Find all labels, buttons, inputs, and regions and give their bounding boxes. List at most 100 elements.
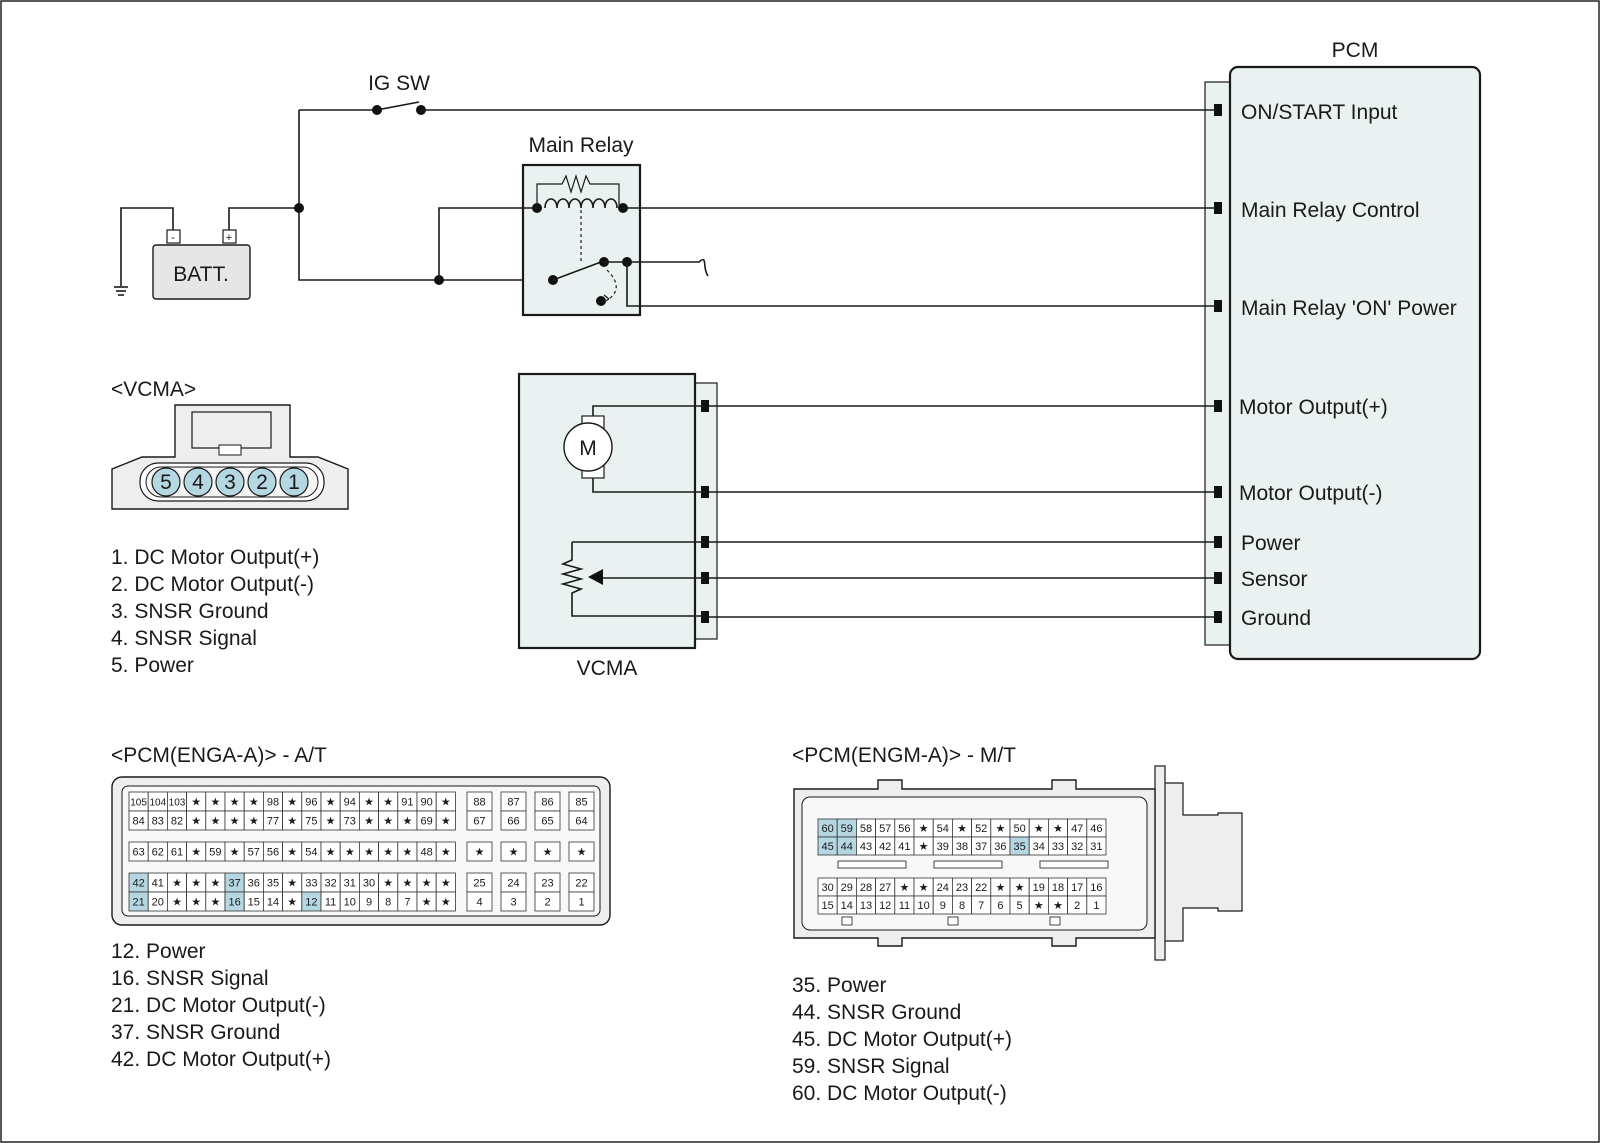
svg-text:47: 47 — [1071, 823, 1083, 835]
svg-text:42: 42 — [132, 878, 144, 890]
vcma-connector-title: <VCMA> — [111, 378, 196, 401]
pcm-mt-legend-4: 59. SNSR Signal — [792, 1055, 950, 1078]
connector-pin: 56 — [894, 818, 915, 838]
svg-text:83: 83 — [152, 816, 164, 828]
svg-text:54: 54 — [937, 823, 949, 835]
pcm-mt-connector-title: <PCM(ENGM-A)> - M/T — [792, 744, 1016, 767]
svg-text:★: ★ — [995, 882, 1005, 894]
svg-text:8: 8 — [959, 900, 965, 912]
svg-text:5: 5 — [1017, 900, 1023, 912]
svg-text:37: 37 — [228, 878, 240, 890]
connector-pin: 56 — [262, 841, 283, 862]
svg-text:★: ★ — [383, 878, 393, 890]
svg-text:4: 4 — [192, 471, 204, 494]
connector-pin: 11 — [894, 895, 915, 915]
svg-text:★: ★ — [287, 816, 297, 828]
svg-text:19: 19 — [1033, 882, 1045, 894]
connector-pin: 42 — [128, 872, 149, 893]
svg-text:4: 4 — [476, 897, 482, 909]
connector-pin: ★ — [339, 841, 360, 862]
connector-pin: 15 — [243, 891, 264, 912]
svg-text:75: 75 — [305, 816, 317, 828]
connector-pin: ★ — [282, 810, 303, 831]
connector-pin: ★ — [435, 872, 456, 893]
svg-text:69: 69 — [420, 816, 432, 828]
svg-text:★: ★ — [402, 816, 412, 828]
connector-pin: ★ — [282, 872, 303, 893]
svg-text:★: ★ — [326, 816, 336, 828]
svg-text:52: 52 — [975, 823, 987, 835]
svg-text:32: 32 — [324, 878, 336, 890]
connector-pin: ★ — [990, 818, 1011, 838]
battery-plus-label: + — [226, 232, 232, 244]
svg-text:★: ★ — [543, 847, 553, 859]
svg-text:105: 105 — [130, 798, 147, 809]
connector-pin: 14 — [836, 895, 857, 915]
pcm-at-legend-2: 16. SNSR Signal — [111, 967, 269, 990]
connector-pin: ★ — [378, 791, 399, 812]
svg-text:22: 22 — [975, 882, 987, 894]
connector-pin: ★ — [186, 791, 207, 812]
connector-pin: 8 — [378, 891, 399, 912]
connector-pin: 24 — [932, 877, 953, 897]
svg-text:★: ★ — [249, 816, 259, 828]
svg-text:57: 57 — [879, 823, 891, 835]
svg-text:11: 11 — [325, 897, 336, 909]
svg-text:50: 50 — [1013, 823, 1025, 835]
connector-pin: 62 — [147, 841, 168, 862]
connector-pin: 14 — [262, 891, 283, 912]
svg-text:30: 30 — [821, 882, 833, 894]
svg-text:88: 88 — [473, 797, 485, 809]
pcm-pin-power: Power — [1241, 532, 1301, 555]
svg-text:18: 18 — [1052, 882, 1064, 894]
connector-pin: 18 — [1048, 877, 1069, 897]
svg-text:46: 46 — [1090, 823, 1102, 835]
connector-pin: ★ — [1048, 818, 1069, 838]
connector-pin: 22 — [971, 877, 992, 897]
pcm-mt-legend-2: 44. SNSR Ground — [792, 1001, 961, 1024]
svg-text:59: 59 — [209, 847, 221, 859]
svg-text:59: 59 — [841, 823, 853, 835]
svg-text:45: 45 — [821, 841, 833, 853]
svg-text:35: 35 — [267, 878, 279, 890]
svg-text:★: ★ — [191, 797, 201, 809]
svg-text:9: 9 — [366, 897, 372, 909]
svg-text:2: 2 — [256, 471, 268, 494]
svg-text:★: ★ — [249, 797, 259, 809]
connector-pin: 8 — [952, 895, 973, 915]
svg-text:44: 44 — [841, 841, 853, 853]
connector-pin: 32 — [320, 872, 341, 893]
svg-text:30: 30 — [363, 878, 375, 890]
connector-pin: ★ — [435, 841, 456, 862]
svg-text:★: ★ — [919, 841, 929, 853]
svg-text:5: 5 — [160, 471, 172, 494]
svg-text:★: ★ — [364, 816, 374, 828]
svg-text:2: 2 — [544, 897, 550, 909]
main-relay: Main Relay — [521, 134, 1214, 317]
svg-text:16: 16 — [228, 897, 240, 909]
connector-pin: 27 — [875, 877, 896, 897]
connector-pin: 86 — [534, 791, 561, 812]
connector-pin: ★ — [378, 810, 399, 831]
svg-text:63: 63 — [132, 847, 144, 859]
connector-pin: ★ — [186, 891, 207, 912]
connector-pin: ★ — [913, 877, 934, 897]
svg-text:1: 1 — [578, 897, 584, 909]
connector-pin: 46 — [1086, 818, 1107, 838]
vcma-module: VCMA M — [517, 372, 718, 680]
svg-text:66: 66 — [507, 816, 519, 828]
svg-text:★: ★ — [364, 847, 374, 859]
connector-pin: ★ — [1028, 895, 1049, 915]
svg-text:★: ★ — [475, 847, 485, 859]
svg-text:12: 12 — [879, 900, 891, 912]
connector-pin: 5 — [1009, 895, 1030, 915]
connector-pin: 4 — [466, 891, 493, 912]
svg-text:77: 77 — [267, 816, 279, 828]
pcm-pin-main-relay-control: Main Relay Control — [1241, 199, 1420, 222]
connector-pin: ★ — [282, 891, 303, 912]
connector-pin: ★ — [358, 791, 379, 812]
pcm-pin-sensor: Sensor — [1241, 568, 1308, 591]
connector-pin: 88 — [466, 791, 493, 812]
svg-text:27: 27 — [879, 882, 891, 894]
connector-pin: 9 — [358, 891, 379, 912]
